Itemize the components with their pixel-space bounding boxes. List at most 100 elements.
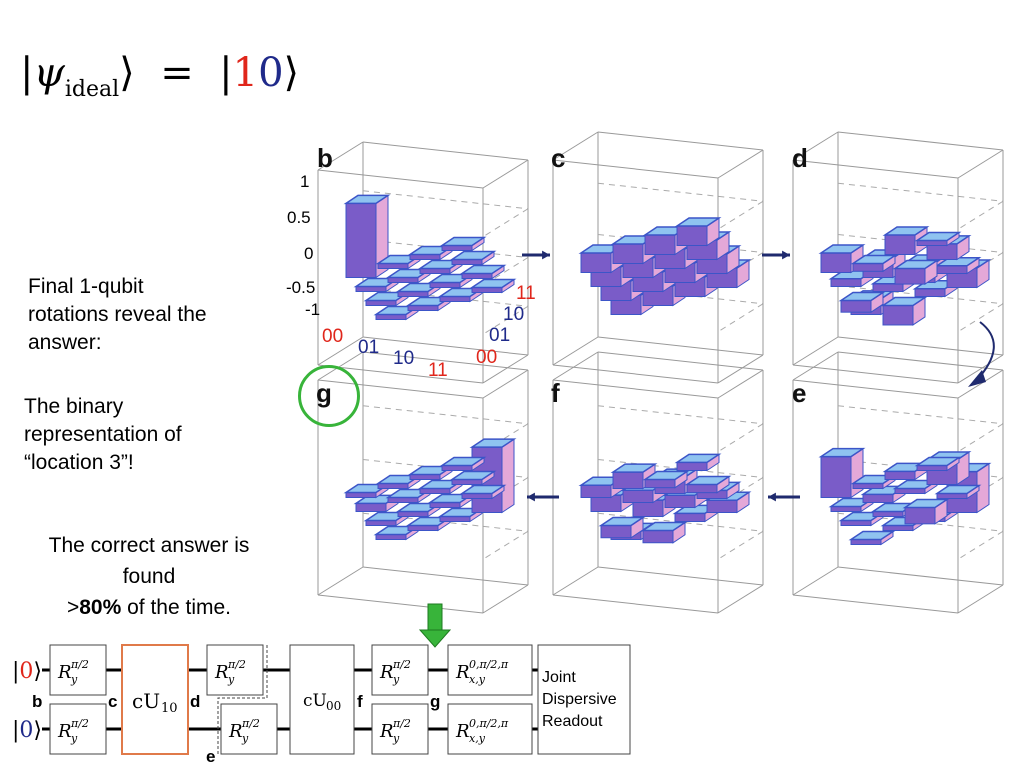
density-bar <box>469 278 517 294</box>
density-bar <box>598 516 646 539</box>
svg-text:Joint: Joint <box>542 669 576 686</box>
bar-grid <box>343 438 517 541</box>
stage-label-f: f <box>357 692 363 711</box>
bar-grid <box>343 194 517 321</box>
ket-digit-1: 1 <box>232 50 259 96</box>
density-bar <box>674 453 722 472</box>
cu00-gate: cU 00 <box>289 644 355 755</box>
density-bar <box>674 217 722 247</box>
svg-text:R: R <box>379 662 394 683</box>
ry-gate-top-1: R π/2 y <box>49 644 107 696</box>
curved-arrow <box>968 321 995 387</box>
density-bar <box>882 226 930 256</box>
stage-label-d: d <box>190 692 200 711</box>
ket-bottom: |0⟩ <box>12 718 42 743</box>
panel-label-d: d <box>792 143 808 173</box>
text-line: “location 3”! <box>24 451 134 474</box>
text-line: rotations reveal the <box>28 303 207 326</box>
stage-label-g: g <box>430 692 440 711</box>
density-bar <box>449 470 497 486</box>
ry-gate-bottom-3: R π/2 y <box>371 703 429 755</box>
svg-text:π/2: π/2 <box>70 658 89 671</box>
svg-text:π/2: π/2 <box>241 717 260 730</box>
svg-text:R: R <box>379 721 394 742</box>
percent-value: 80% <box>79 596 122 619</box>
panel-label-b: b <box>317 143 333 173</box>
row-label-10: 10 <box>393 348 415 369</box>
density-bar <box>880 296 928 326</box>
dashed-separator <box>217 645 268 754</box>
density-bar <box>449 250 497 266</box>
final-rotation-top: R 0,π/2,π x,y <box>447 644 533 696</box>
svg-text:y: y <box>392 673 400 686</box>
density-bar <box>459 264 507 280</box>
bar-grid <box>818 447 992 546</box>
col-label-10: 10 <box>503 304 525 325</box>
svg-text:R: R <box>455 662 470 683</box>
svg-text:Dispersive: Dispersive <box>542 691 617 708</box>
stage-label-b: b <box>32 692 42 711</box>
svg-text:y: y <box>70 732 78 745</box>
final-rotations-text: Final 1-qubit rotations reveal the answe… <box>28 273 207 357</box>
svg-text:π/2: π/2 <box>227 658 246 671</box>
ket-top: |0⟩ <box>12 659 42 684</box>
panel-label-c: c <box>551 143 566 173</box>
svg-text:0,π/2,π: 0,π/2,π <box>469 658 509 671</box>
correct-answer-text: The correct answer is found >80% of the … <box>14 530 284 623</box>
text-line: Final 1-qubit <box>28 275 144 298</box>
ry-gate-bottom-2: R π/2 y <box>220 703 278 755</box>
text-line: representation of <box>24 423 182 446</box>
ket-digit-0: 0 <box>258 50 284 96</box>
density-bar <box>914 456 962 472</box>
panel-label-e: e <box>792 378 807 408</box>
density-bar <box>439 456 487 472</box>
svg-text:y: y <box>241 732 249 745</box>
ry-gate-top-3: R π/2 y <box>371 644 429 696</box>
svg-text:y: y <box>227 673 235 686</box>
row-label-11: 11 <box>428 360 448 381</box>
density-bar <box>848 530 896 546</box>
z-tick: 1 <box>300 172 310 191</box>
psi-subscript: ideal <box>64 77 120 102</box>
z-tick: -1 <box>305 300 321 319</box>
density-bar <box>818 447 866 499</box>
gt-sign: > <box>66 596 80 619</box>
z-tick: 0 <box>304 244 314 263</box>
text-suffix: of the time. <box>121 596 231 619</box>
svg-text:π/2: π/2 <box>70 717 89 730</box>
final-rotation-bottom: R 0,π/2,π x,y <box>447 703 533 755</box>
col-label-11: 11 <box>516 283 536 304</box>
text-line: answer: <box>28 331 102 354</box>
svg-text:R: R <box>455 721 470 742</box>
highlight-circle <box>298 365 360 427</box>
svg-text:x,y: x,y <box>469 732 486 745</box>
z-tick: -0.5 <box>286 278 316 297</box>
svg-text:cU: cU <box>132 689 160 713</box>
col-label-00: 00 <box>476 347 498 368</box>
text-line: found <box>122 565 176 588</box>
density-bar <box>934 484 982 500</box>
density-bar <box>439 236 487 252</box>
density-bar <box>684 475 732 494</box>
density-bar <box>642 470 690 489</box>
ry-gate-top-2: R π/2 y <box>206 644 264 696</box>
svg-text:cU: cU <box>303 691 327 711</box>
text-line: The correct answer is <box>48 534 250 557</box>
svg-text:R: R <box>228 721 243 742</box>
green-down-arrow <box>418 603 452 648</box>
density-bar <box>343 194 391 279</box>
svg-text:R: R <box>57 662 72 683</box>
density-bar <box>838 291 886 314</box>
bar-grid <box>578 217 752 316</box>
svg-text:10: 10 <box>161 701 178 716</box>
flow-arrow <box>527 492 559 502</box>
psi-symbol: ψ <box>33 50 65 96</box>
svg-text:y: y <box>392 732 400 745</box>
svg-text:y: y <box>70 673 78 686</box>
density-bar <box>850 254 898 273</box>
panel-frame <box>317 141 529 384</box>
svg-text:Readout: Readout <box>542 713 603 730</box>
panel-frame <box>792 131 1004 384</box>
svg-text:R: R <box>214 662 229 683</box>
